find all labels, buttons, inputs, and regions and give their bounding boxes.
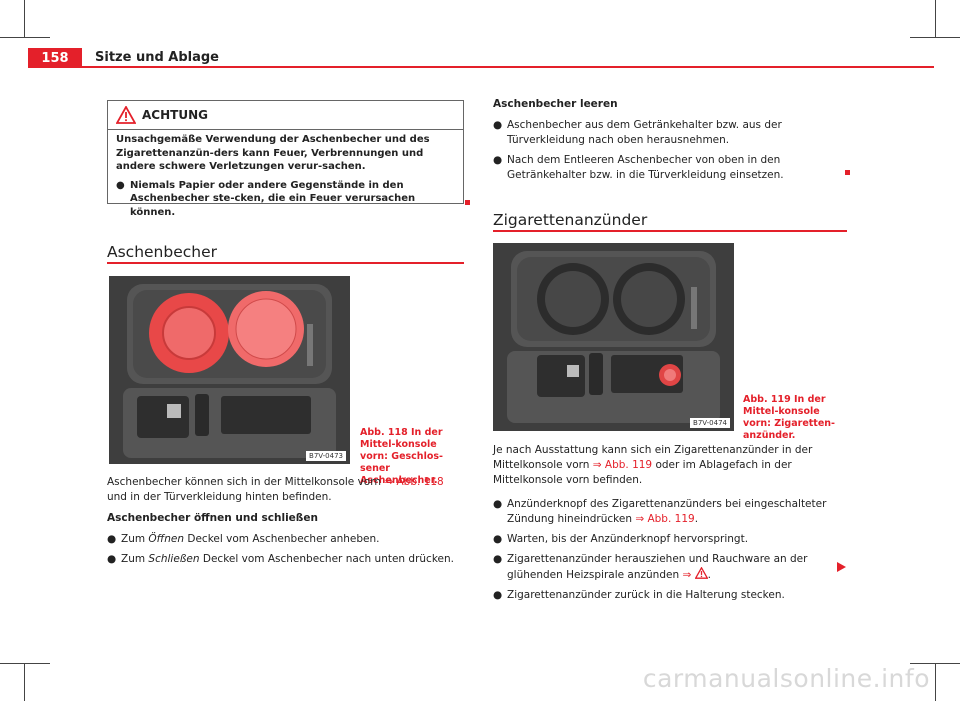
text-span: Deckel vom Aschenbecher nach unten drück… <box>199 553 454 565</box>
bullet-dot: ● <box>493 553 503 565</box>
figure-link[interactable]: ⇒ Abb. 119 <box>635 513 695 525</box>
figure-link[interactable]: ⇒ Abb. 118 <box>384 476 444 488</box>
warning-box: ACHTUNG Unsachgemäße Verwendung der Asch… <box>107 100 464 218</box>
text-span: . <box>707 569 711 581</box>
list-item-text: Zum Schließen Deckel vom Aschenbecher na… <box>121 552 454 567</box>
emphasis: Öffnen <box>148 533 185 545</box>
bullet-dot: ● <box>493 533 503 545</box>
watermark: carmanualsonline.info <box>642 664 930 693</box>
warning-title: ACHTUNG <box>142 108 208 122</box>
lighter-intro: Je nach Ausstattung kann sich ein Zigare… <box>493 443 845 488</box>
text-span: . <box>694 513 699 525</box>
crop-mark <box>0 663 50 664</box>
lighter-text: Je nach Ausstattung kann sich ein Zigare… <box>493 443 845 603</box>
text-span: oder im Ablagefach in der Mittelkonsole … <box>493 459 792 486</box>
list-item: ● Warten, bis der Anzünderknopf hervorsp… <box>493 532 845 547</box>
list-item: ● Zum Schließen Deckel vom Aschenbecher … <box>107 552 467 567</box>
list-item-text: Nach dem Entleeren Aschenbecher von oben… <box>507 154 784 181</box>
warning-text: Unsachgemäße Verwendung der Aschenbecher… <box>116 134 430 172</box>
emphasis: Schließen <box>148 553 200 565</box>
ashtray-text: Aschenbecher können sich in der Mittelko… <box>107 475 467 567</box>
ashtray-intro: Aschenbecher können sich in der Mittelko… <box>107 475 467 505</box>
warning-bullet: ● Niemals Papier oder andere Gegenstände… <box>116 179 455 220</box>
list-item: ● Zigarettenanzünder herausziehen und Ra… <box>493 552 845 583</box>
figure-119-image: B7V-0474 <box>493 243 734 431</box>
warning-link[interactable]: ⇒ <box>682 569 692 581</box>
list-item: ● Zum Öffnen Deckel vom Aschenbecher anh… <box>107 532 467 547</box>
crop-mark <box>24 663 25 701</box>
section-title-ashtray: Aschenbecher <box>107 243 218 261</box>
end-mark <box>845 170 850 175</box>
bullet-dot: ● <box>107 553 117 565</box>
bullet-dot: ● <box>493 589 503 601</box>
end-mark <box>465 200 470 205</box>
console-photo <box>493 243 734 431</box>
bullet-dot: ● <box>493 498 503 510</box>
text-span: Zum <box>121 533 149 545</box>
text-span: Zum <box>121 553 149 565</box>
figure-119-caption: Abb. 119 In der Mittel-konsole vorn: Zig… <box>743 394 835 441</box>
crop-mark <box>24 0 25 38</box>
page-number: 158 <box>28 48 82 68</box>
list-item: ● Aschenbecher aus dem Getränkehalter bz… <box>493 118 845 148</box>
empty-ashtray-text: Aschenbecher leeren ● Aschenbecher aus d… <box>493 97 845 183</box>
bullet-dot: ● <box>493 119 503 131</box>
warning-triangle-icon <box>116 106 136 124</box>
warning-header: ACHTUNG <box>108 101 463 130</box>
crop-mark <box>935 0 936 38</box>
console-photo <box>109 276 350 464</box>
list-item-text: Anzünderknopf des Zigarettenanzünders be… <box>507 497 845 527</box>
figure-code: B7V-0474 <box>690 418 730 428</box>
header-rule <box>82 66 934 68</box>
list-item: ● Anzünderknopf des Zigarettenanzünders … <box>493 497 845 527</box>
figure-link[interactable]: ⇒ Abb. 119 <box>592 459 653 471</box>
warning-body: Unsachgemäße Verwendung der Aschenbecher… <box>108 130 463 219</box>
list-item-text: Zum Öffnen Deckel vom Aschenbecher anheb… <box>121 532 380 547</box>
crop-mark <box>935 663 936 701</box>
section-title-lighter: Zigarettenanzünder <box>493 211 648 229</box>
list-item-text: Zigarettenanzünder zurück in die Halteru… <box>507 589 785 601</box>
text-span: Zigarettenanzünder herausziehen und Rauc… <box>507 553 808 581</box>
figure-118-image: B7V-0473 <box>109 276 350 464</box>
warning-bullet-text: Niemals Papier oder andere Gegenstände i… <box>130 179 416 218</box>
text-span: und in der Türverkleidung hinten befinde… <box>107 491 332 503</box>
list-item: ● Nach dem Entleeren Aschenbecher von ob… <box>493 153 845 183</box>
figure-118-caption: Abb. 118 In der Mittel-konsole vorn: Ges… <box>360 427 443 486</box>
list-item-text: Aschenbecher aus dem Getränkehalter bzw.… <box>507 119 782 146</box>
continue-arrow-icon <box>837 562 846 572</box>
crop-mark <box>0 37 50 38</box>
bullet-dot: ● <box>116 179 125 191</box>
bullet-dot: ● <box>493 154 503 166</box>
chapter-title: Sitze und Ablage <box>95 50 220 65</box>
bullet-dot: ● <box>107 533 117 545</box>
subheading-open-close: Aschenbecher öffnen und schließen <box>107 512 318 524</box>
list-item: ● Zigarettenanzünder zurück in die Halte… <box>493 588 845 603</box>
list-item-text: Warten, bis der Anzünderknopf hervorspri… <box>507 533 749 545</box>
section-rule <box>107 262 464 264</box>
section-rule <box>493 230 847 232</box>
subheading-empty: Aschenbecher leeren <box>493 98 618 110</box>
figure-code: B7V-0473 <box>306 451 346 461</box>
text-span: Je nach Ausstattung kann sich ein Zigare… <box>493 444 813 471</box>
warning-triangle-icon[interactable] <box>694 566 709 579</box>
text-span: Aschenbecher können sich in der Mittelko… <box>107 476 385 488</box>
text-span: Anzünderknopf des Zigarettenanzünders be… <box>507 498 827 525</box>
text-span: Deckel vom Aschenbecher anheben. <box>184 533 380 545</box>
list-item-text: Zigarettenanzünder herausziehen und Rauc… <box>507 552 845 583</box>
